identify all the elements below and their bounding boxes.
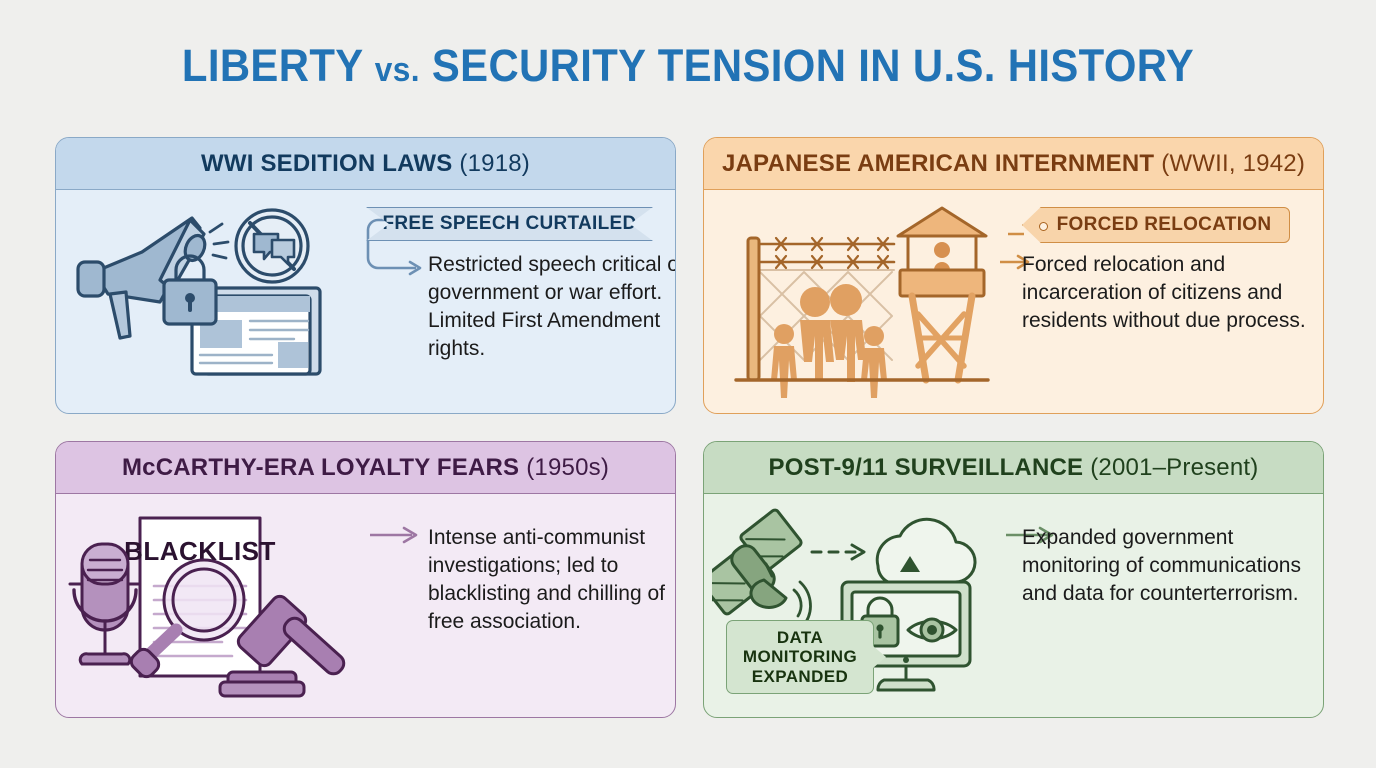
monitor-icon (840, 580, 972, 692)
no-speech-icon (234, 208, 310, 284)
tag-hole-icon (1039, 221, 1048, 231)
signal-waves-icon (792, 580, 812, 624)
newspaper-icon (190, 286, 322, 376)
label-text: FREE SPEECH CURTAILED (382, 213, 637, 234)
card-header-year: (2001–Present) (1090, 453, 1259, 481)
arrowhead-icon (1038, 526, 1054, 544)
page-title-vs: vs. (374, 51, 420, 89)
illustration-japanese-american-internment (712, 190, 1012, 413)
page-title: LIBERTY vs. SECURITY TENSION IN U.S. HIS… (48, 40, 1328, 92)
card-japanese-american-internment[interactable]: JAPANESE AMERICAN INTERNMENT (WWII, 1942… (703, 137, 1324, 414)
card-header-year: (WWII, 1942) (1161, 149, 1306, 177)
padlock-icon (162, 254, 218, 326)
card-post-911-surveillance[interactable]: POST-9/11 SURVEILLANCE (2001–Present) (703, 441, 1324, 718)
label-text-line1: DATA (776, 628, 824, 648)
card-header-wwi-sedition-laws: WWI SEDITION LAWS (1918) (56, 138, 675, 190)
description-japanese-american-internment: Forced relocation and incarceration of c… (1022, 253, 1306, 332)
label-forced-relocation: FORCED RELOCATION (1022, 207, 1290, 243)
card-header-mccarthy-era-loyalty-fears: McCARTHY-ERA LOYALTY FEARS (1950s) (56, 442, 675, 494)
family-silhouette-icon (771, 284, 887, 398)
connector-arrow-card4 (1004, 524, 1060, 546)
card-body-wwi-sedition-laws: FREE SPEECH CURTAILED Restricted speech … (56, 190, 675, 413)
illustration-mccarthy-era-loyalty-fears: BLACKLIST (64, 494, 364, 717)
label-text-line2: MONITORING (742, 647, 858, 667)
arrowhead-icon (402, 526, 418, 544)
card-header-title: POST-9/11 SURVEILLANCE (768, 453, 1084, 481)
card-header-title: McCARTHY-ERA LOYALTY FEARS (121, 453, 520, 481)
page-title-part1: LIBERTY (181, 40, 363, 91)
card-header-title: JAPANESE AMERICAN INTERNMENT (721, 149, 1155, 177)
arrowhead-icon (1016, 254, 1030, 270)
eye-icon (906, 617, 958, 643)
description-post-911-surveillance: Expanded government monitoring of commun… (1022, 526, 1301, 605)
connector-arrow-card2 (1000, 222, 1042, 270)
connector-arrow-card1 (362, 214, 432, 280)
arrowhead-icon (408, 260, 422, 276)
illustration-post-911-surveillance (712, 494, 1012, 717)
card-header-year: (1918) (459, 149, 530, 177)
label-data-monitoring-expanded: DATA MONITORING EXPANDED (726, 620, 888, 694)
label-text: FORCED RELOCATION (1056, 214, 1272, 235)
connector-arrow-card3 (368, 524, 424, 546)
label-text-line3: EXPANDED (751, 666, 849, 686)
card-body-japanese-american-internment: FORCED RELOCATION Forced relocation and … (704, 190, 1323, 413)
gavel-icon (218, 594, 346, 698)
callout-tail-icon (873, 646, 886, 668)
satellite-icon (712, 508, 812, 624)
megaphone-icon (76, 216, 230, 340)
card-mccarthy-era-loyalty-fears[interactable]: McCARTHY-ERA LOYALTY FEARS (1950s) BLACK… (55, 441, 676, 718)
guard-tower-icon (896, 206, 988, 384)
card-header-post-911-surveillance: POST-9/11 SURVEILLANCE (2001–Present) (704, 442, 1323, 494)
card-wwi-sedition-laws[interactable]: WWI SEDITION LAWS (1918) (55, 137, 676, 414)
magnifying-glass-icon (129, 558, 246, 679)
card-header-title: WWI SEDITION LAWS (201, 149, 453, 177)
card-body-post-911-surveillance: DATA MONITORING EXPANDED Expanded govern… (704, 494, 1323, 717)
card-body-mccarthy-era-loyalty-fears: BLACKLIST (56, 494, 675, 717)
card-header-japanese-american-internment: JAPANESE AMERICAN INTERNMENT (WWII, 1942… (704, 138, 1323, 190)
card-header-year: (1950s) (526, 453, 610, 481)
description-mccarthy-era-loyalty-fears: Intense anti-communist investigations; l… (428, 526, 665, 633)
illustration-wwi-sedition-laws (64, 190, 364, 413)
dashed-arrow-icon (810, 543, 866, 561)
page-title-part2: SECURITY TENSION IN U.S. HISTORY (431, 40, 1195, 91)
label-free-speech-curtailed: FREE SPEECH CURTAILED (366, 207, 653, 241)
microphone-icon (68, 542, 142, 666)
description-wwi-sedition-laws: Restricted speech critical of government… (428, 253, 676, 360)
